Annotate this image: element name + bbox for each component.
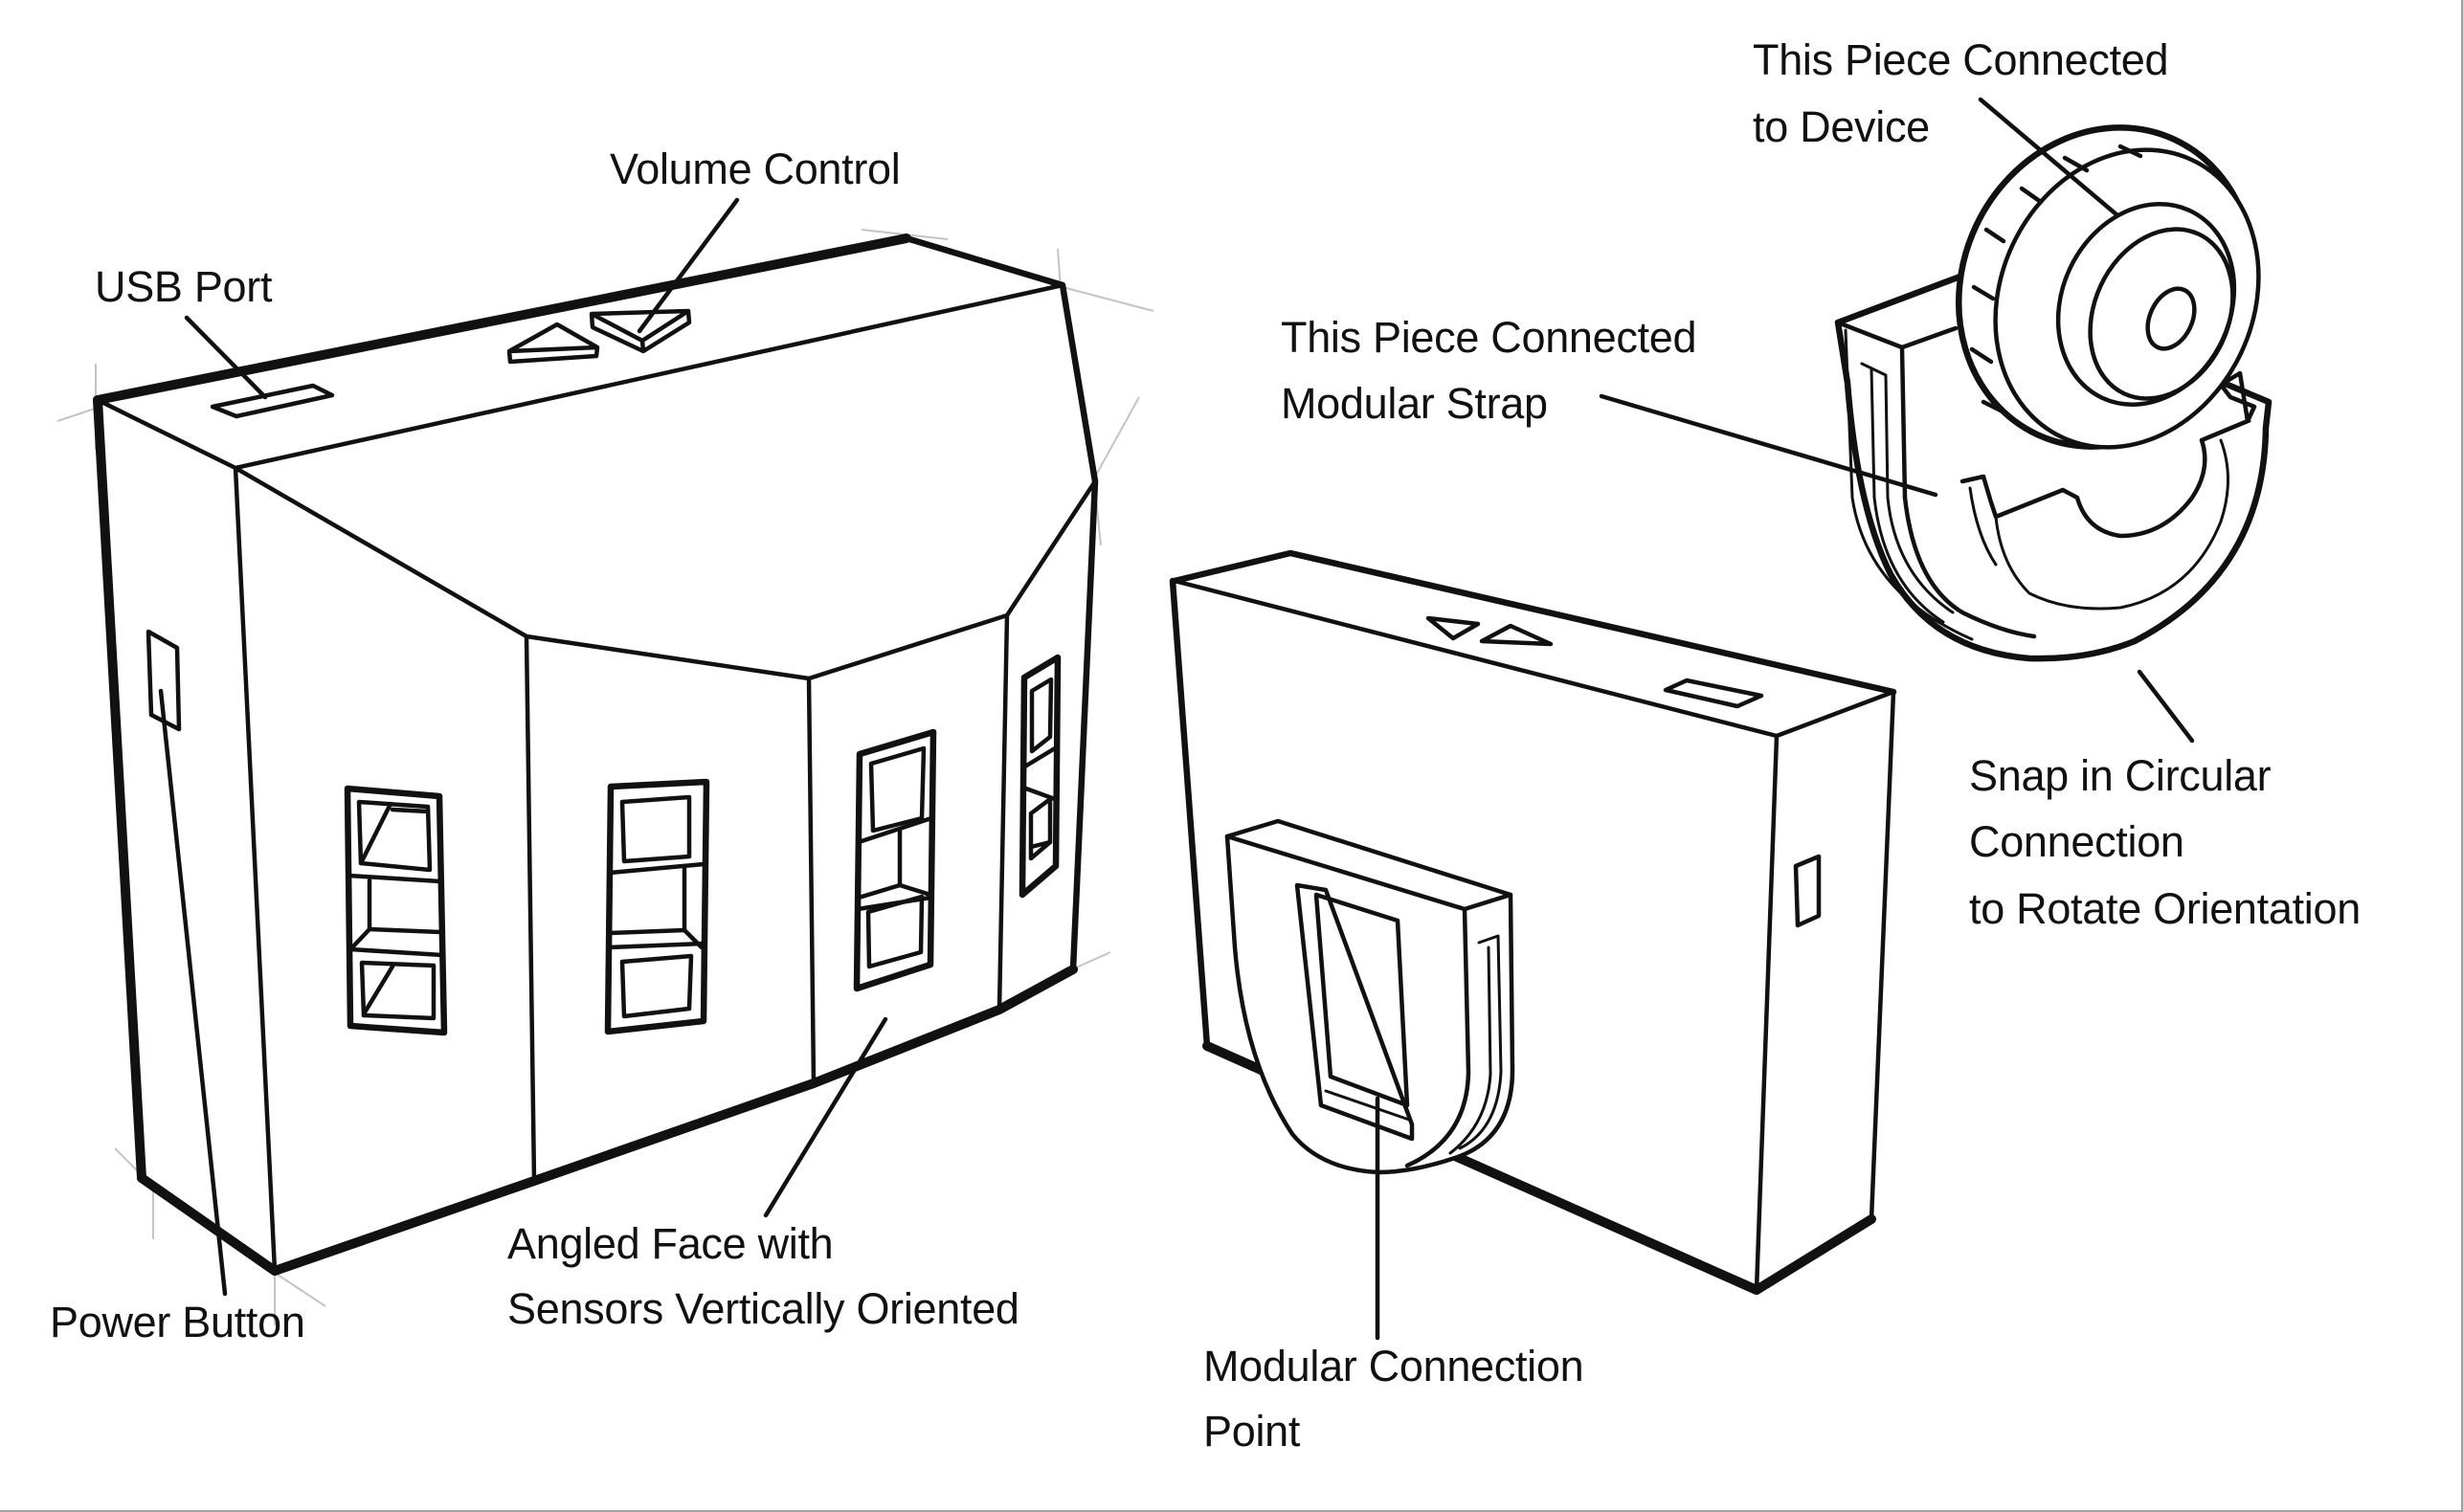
power-button-slot (146, 629, 182, 732)
usb-port-slot (210, 383, 335, 419)
sensor-window-4 (1019, 654, 1062, 899)
dial-center-hole (2145, 286, 2197, 351)
label-snap-line3: to Rotate Orientation (1969, 884, 2361, 933)
leader-power-button (158, 688, 228, 1297)
rear-power-slot (1793, 854, 1822, 928)
rear-device (1169, 549, 1897, 1295)
label-snap-line2: Connection (1969, 817, 2184, 866)
label-modular-connection-line2: Point (1203, 1407, 1301, 1456)
leader-piece-to-strap (1599, 393, 1938, 498)
leader-snap-connection (2137, 669, 2195, 744)
modular-connection-mount (1224, 818, 1515, 1175)
label-piece-to-strap-line1: This Piece Connected (1281, 313, 1696, 362)
left-back-edge (93, 395, 146, 1183)
volume-buttons (506, 308, 692, 365)
label-usb-port: USB Port (95, 262, 273, 311)
top-back-edge (93, 233, 911, 405)
label-piece-to-device-line1: This Piece Connected (1753, 35, 2168, 84)
volume-down-icon (506, 322, 600, 365)
strap-clip (1834, 124, 2273, 662)
label-angled-face-line1: Angled Face with (507, 1219, 833, 1268)
leader-volume-control (637, 197, 740, 334)
leader-usb-port (184, 315, 268, 400)
leader-lines (158, 97, 2195, 1341)
labels: USB Port Volume Control Power Button Ang… (50, 35, 2361, 1456)
sensor-window-3 (853, 728, 937, 992)
leader-angled-face (763, 1016, 888, 1218)
label-piece-to-strap-line2: Modular Strap (1281, 379, 1548, 428)
main-device (56, 229, 1154, 1325)
leader-piece-to-device (1978, 97, 2120, 218)
rotating-dial (1955, 124, 2261, 450)
volume-up-icon (589, 308, 692, 354)
rear-volume-up-icon (1479, 623, 1554, 647)
label-power-button: Power Button (50, 1298, 305, 1346)
label-angled-face-line2: Sensors Vertically Oriented (507, 1284, 1019, 1333)
label-modular-connection-line1: Modular Connection (1203, 1342, 1583, 1390)
label-snap-line1: Snap in Circular (1969, 751, 2272, 800)
sensor-window-1 (344, 785, 448, 1036)
sensor-window-2 (604, 778, 710, 1035)
rear-usb-slot (1663, 678, 1764, 709)
label-piece-to-device-line2: to Device (1753, 102, 1930, 151)
label-volume-control: Volume Control (610, 145, 900, 193)
rear-volume-down-icon (1425, 615, 1481, 641)
